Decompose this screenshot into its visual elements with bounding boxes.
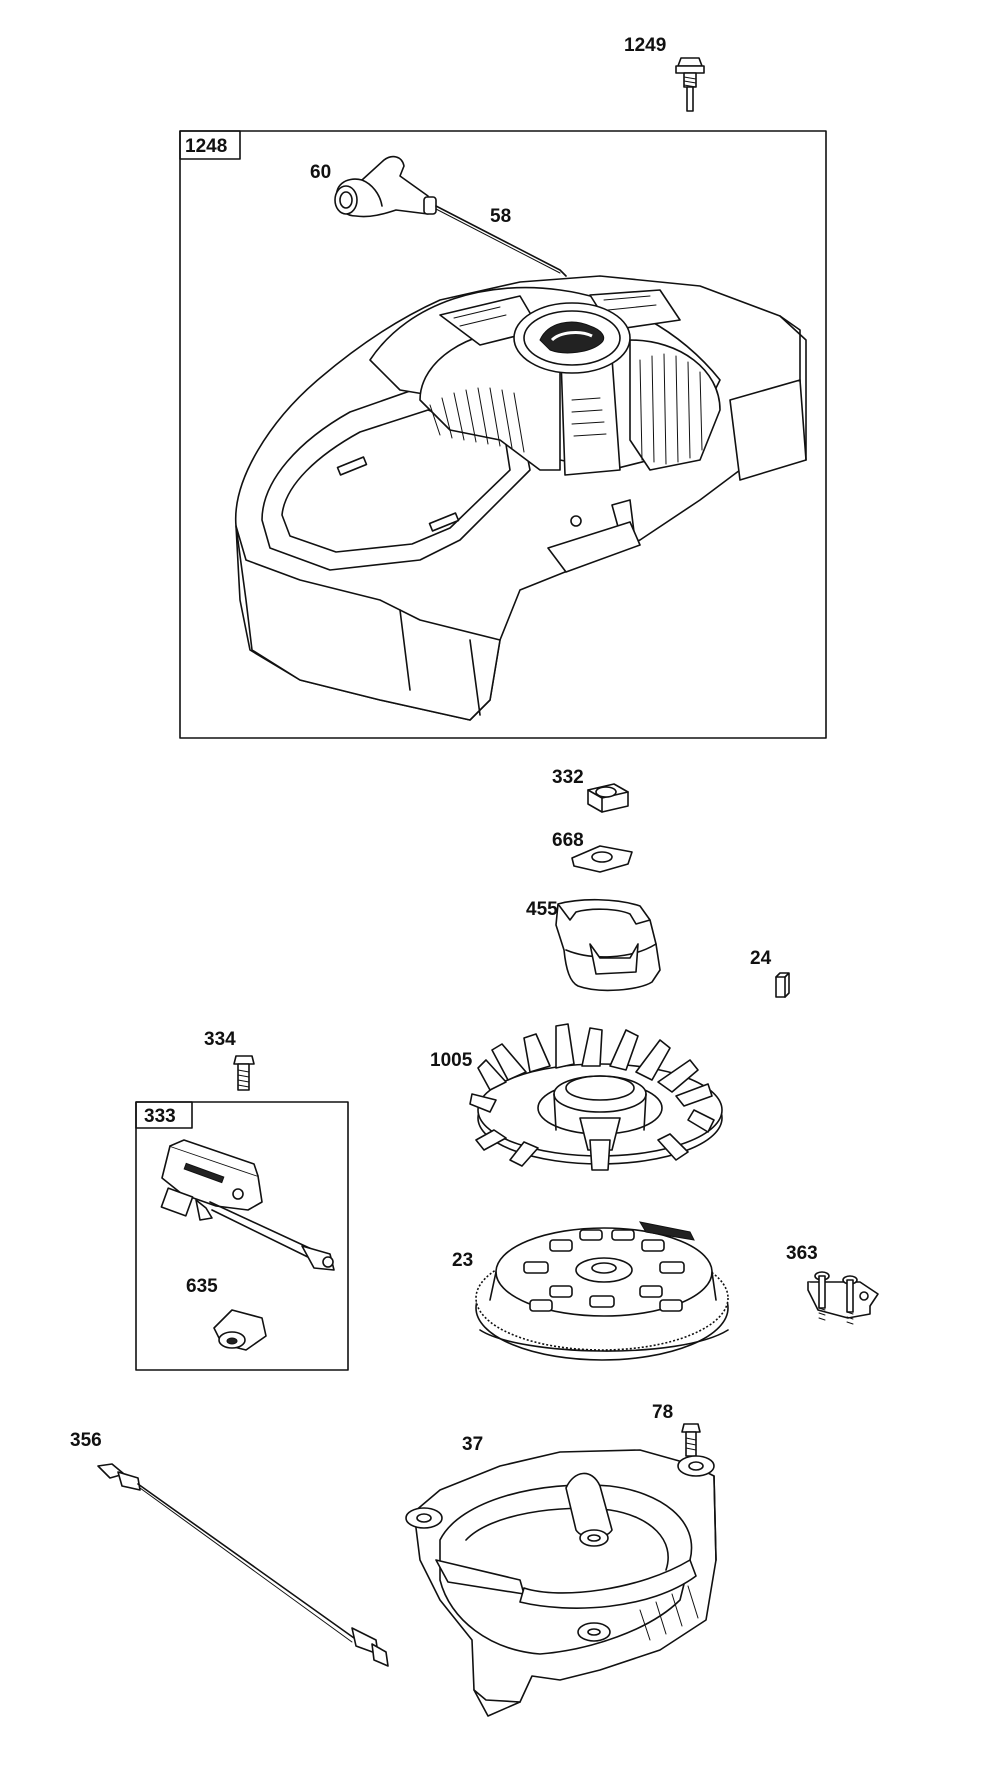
assembly-box-333 xyxy=(135,1101,349,1371)
part-label-363: 363 xyxy=(786,1243,818,1264)
part-24-flywheel-key: 24 xyxy=(750,948,790,998)
part-334-screw: 334 xyxy=(204,1029,255,1091)
part-label-1005: 1005 xyxy=(430,1050,473,1071)
part-356-ground-wire: 356 xyxy=(70,1430,389,1667)
part-60-starter-handle: 60 xyxy=(310,155,437,218)
part-label-1249: 1249 xyxy=(624,35,666,56)
part-1005-fan: 1005 xyxy=(430,1023,723,1171)
part-1248-blower-housing: 1248 xyxy=(179,130,827,739)
part-label-37: 37 xyxy=(462,1434,483,1455)
part-23-flywheel: 23 xyxy=(452,1221,729,1361)
part-635-spark-plug-boot: 635 xyxy=(186,1276,267,1351)
part-label-333: 333 xyxy=(144,1106,176,1127)
part-333-ignition-assembly: 333 635 xyxy=(135,1101,349,1371)
label-box-1248 xyxy=(179,130,241,160)
part-1249-bolt: 1249 xyxy=(624,35,705,112)
part-78-screw: 78 xyxy=(652,1402,701,1457)
part-label-635: 635 xyxy=(186,1276,218,1297)
part-label-23: 23 xyxy=(452,1250,473,1271)
part-label-356: 356 xyxy=(70,1430,102,1451)
part-label-455: 455 xyxy=(526,899,558,920)
part-label-78: 78 xyxy=(652,1402,673,1423)
part-label-1248: 1248 xyxy=(185,136,227,157)
part-455-screen-cup: 455 xyxy=(526,898,661,992)
part-label-334: 334 xyxy=(204,1029,236,1050)
part-363-bracket: 363 xyxy=(786,1243,879,1325)
part-37-housing: 37 xyxy=(405,1434,717,1717)
part-332-nut: 332 xyxy=(552,767,629,813)
assembly-box-1248 xyxy=(179,130,827,739)
label-box-333 xyxy=(135,1101,193,1129)
part-668-washer: 668 xyxy=(552,830,633,873)
part-label-60: 60 xyxy=(310,162,331,183)
part-58-starter-rope: 58 xyxy=(435,205,567,277)
part-label-668: 668 xyxy=(552,830,584,851)
part-label-24: 24 xyxy=(750,948,772,969)
part-label-332: 332 xyxy=(552,767,584,788)
part-label-58: 58 xyxy=(490,206,511,227)
